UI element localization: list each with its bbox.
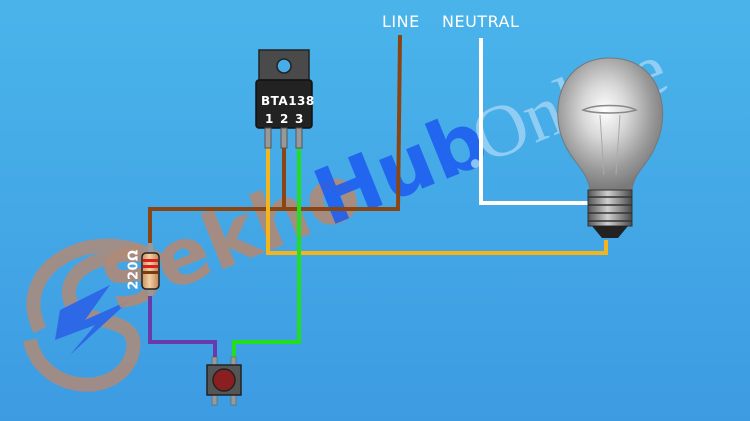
- triac-pin1-label: 1: [265, 112, 274, 126]
- triac-pin2-label: 2: [280, 112, 289, 126]
- wire-resistor-switch: [148, 292, 217, 360]
- wire-pin3: [232, 147, 301, 360]
- watermark-logo-icon: [23, 238, 164, 392]
- triac-pin3-label: 3: [295, 112, 304, 126]
- light-bulb-component: [557, 57, 664, 238]
- triac-part-label: BTA138: [261, 94, 315, 108]
- wire-pin1: [266, 147, 608, 255]
- line-label: LINE: [382, 12, 420, 31]
- triac-component: [255, 49, 313, 149]
- wire-line: [148, 34, 402, 248]
- push-button-component: [206, 356, 242, 406]
- wire-neutral: [479, 38, 588, 205]
- neutral-label: NEUTRAL: [442, 12, 520, 31]
- resistor-value-label: 220Ω: [126, 249, 142, 290]
- resistor-component: [141, 243, 160, 296]
